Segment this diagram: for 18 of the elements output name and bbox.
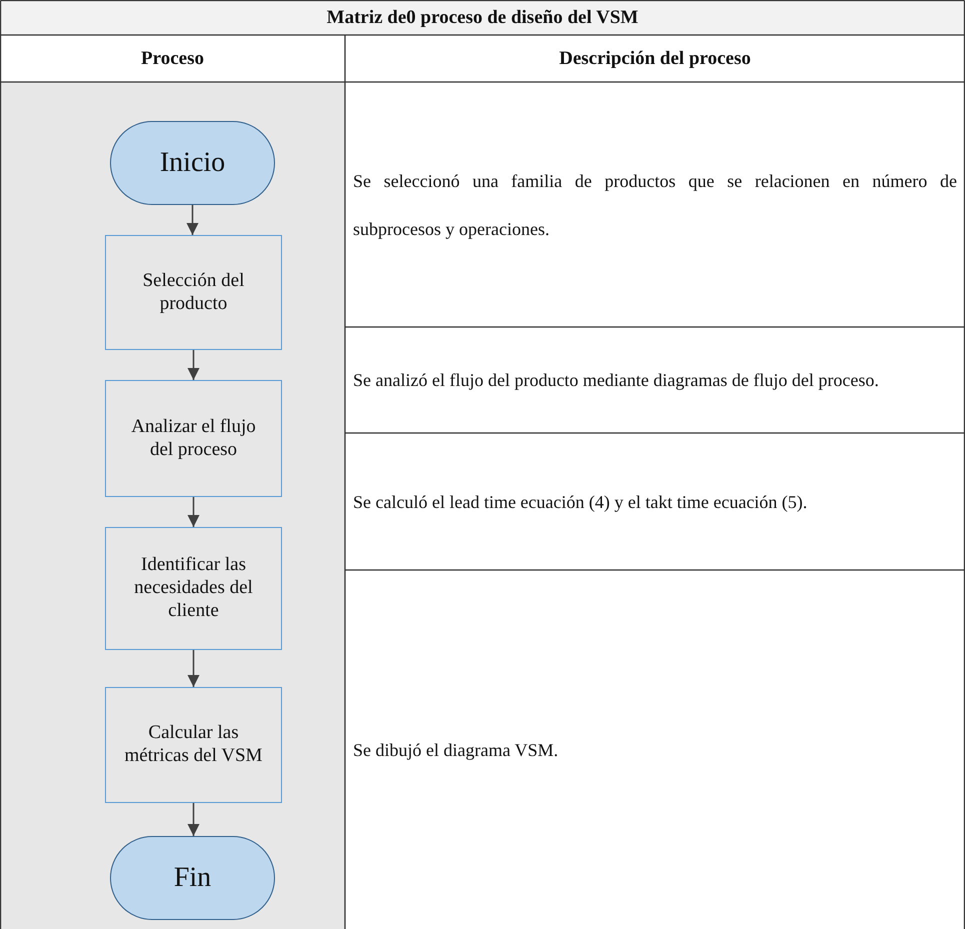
process-box: Analizar el flujo del proceso (105, 380, 282, 497)
description-text: Se calculó el lead time ecuación (4) y el takt time ecuación (5). (353, 490, 808, 514)
description-text: Se seleccionó una familia de productos que se relacionen en número de subprocesos y operaciones. (353, 170, 957, 241)
arrow (186, 205, 198, 235)
terminator-shape: Inicio (110, 121, 275, 205)
description-text: Se dibujó el diagrama VSM. (353, 738, 560, 762)
column-header: Proceso (141, 48, 204, 70)
terminator-shape: Fin (110, 836, 275, 920)
description-text: Se analizó el flujo del producto mediante diagramas de flujo del proceso. (353, 368, 880, 392)
arrow (188, 350, 200, 380)
arrow (188, 650, 200, 687)
process-box: Identificar las necesidades del cliente (105, 527, 282, 650)
column-header: Descripción del proceso (559, 48, 751, 70)
process-box: Calcular las métricas del VSM (105, 687, 282, 803)
table-title: Matriz de0 proceso de diseño del VSM (326, 6, 638, 28)
arrow (188, 803, 200, 836)
process-box: Selección del producto (105, 235, 282, 350)
arrow (188, 497, 200, 527)
